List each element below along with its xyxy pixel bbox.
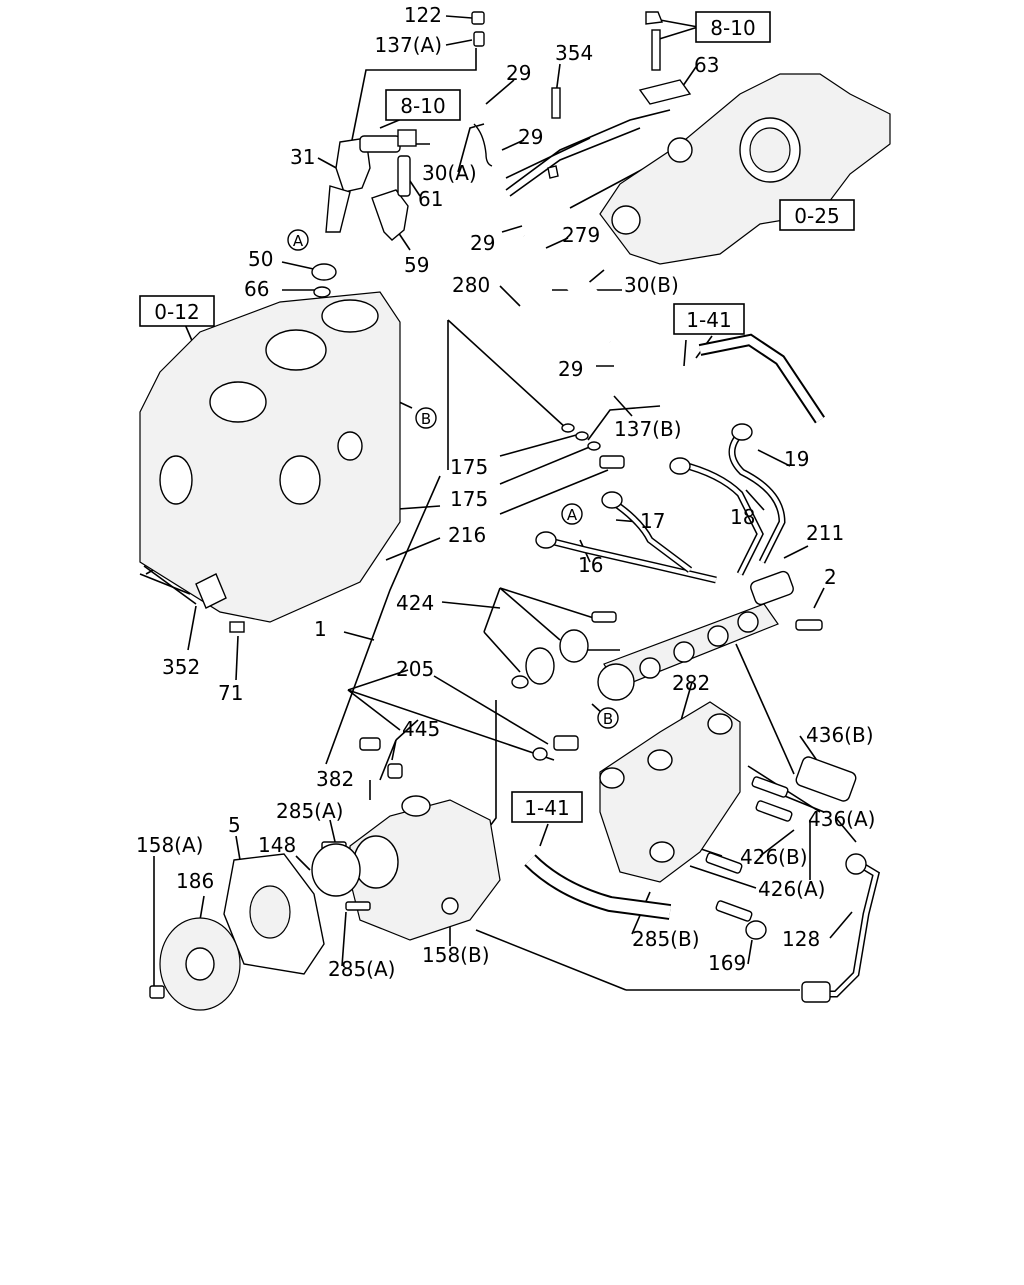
callout-445: 445 (402, 717, 440, 741)
callout-158a: 158(A) (136, 833, 203, 857)
pump-bracket (599, 701, 857, 940)
callout-285a: 285(A) (276, 799, 343, 823)
ref-box-8-10-top: 8-10 (695, 11, 771, 43)
callout-50: 50 (248, 247, 273, 271)
callout-352: 352 (162, 655, 200, 679)
fuel-injection-pump (149, 737, 501, 1011)
callout-175: 175 (450, 455, 488, 479)
ref-box-label: 8-10 (710, 16, 755, 40)
callout-354: 354 (555, 41, 593, 65)
callout-1: 1 (314, 617, 327, 641)
marker-letter: A (567, 506, 578, 524)
marker-a-pipe: A (561, 503, 583, 525)
ref-box-label: 0-25 (794, 204, 839, 228)
callout-122: 122 (404, 3, 442, 27)
ref-box-label: 8-10 (400, 94, 445, 118)
callout-63: 63 (694, 53, 719, 77)
marker-a-injector: A (287, 229, 309, 251)
callout-31: 31 (290, 145, 315, 169)
callout-17: 17 (640, 509, 665, 533)
callout-30a: 30(A) (422, 161, 477, 185)
leader-lines (139, 15, 857, 991)
return-pipe (801, 853, 881, 1003)
callout-436b: 436(B) (806, 723, 874, 747)
ref-box-label: 1-41 (524, 796, 569, 820)
cylinder-block (139, 291, 401, 633)
callout-29: 29 (470, 231, 495, 255)
marker-b-block: B (415, 407, 437, 429)
marker-letter: B (421, 410, 431, 428)
callout-71: 71 (218, 681, 243, 705)
callout-labels: 122 137(A) 29 29 29 29 354 63 31 30(A) 6… (136, 3, 875, 981)
marker-letter: B (603, 710, 613, 728)
callout-137b: 137(B) (614, 417, 682, 441)
intake-manifold (505, 11, 891, 265)
callout-282: 282 (672, 671, 710, 695)
callout-29: 29 (558, 357, 583, 381)
ref-box-1-41-lower: 1-41 (511, 791, 583, 823)
callout-29: 29 (518, 125, 543, 149)
callout-2: 2 (824, 565, 837, 589)
callout-285a: 285(A) (328, 957, 395, 981)
callout-211: 211 (806, 521, 844, 545)
ref-box-0-25: 0-25 (779, 199, 855, 231)
common-rail (511, 570, 823, 761)
callout-59: 59 (404, 253, 429, 277)
callout-61: 61 (418, 187, 443, 211)
callout-205: 205 (396, 657, 434, 681)
callout-158b: 158(B) (422, 943, 490, 967)
callout-426b: 426(B) (740, 845, 808, 869)
ref-box-label: 0-12 (154, 300, 199, 324)
callout-216: 216 (448, 523, 486, 547)
callout-186: 186 (176, 869, 214, 893)
callout-175: 175 (450, 487, 488, 511)
injection-pipes (535, 423, 786, 584)
callout-424: 424 (396, 591, 434, 615)
callout-137a: 137(A) (375, 33, 442, 57)
fuel-hoses (473, 123, 825, 920)
marker-letter: A (293, 232, 304, 250)
callout-426a: 426(A) (758, 877, 825, 901)
callout-30b: 30(B) (624, 273, 679, 297)
ref-box-8-10-injector: 8-10 (385, 89, 461, 121)
callout-66: 66 (244, 277, 269, 301)
callout-128: 128 (782, 927, 820, 951)
callout-29: 29 (506, 61, 531, 85)
callout-16: 16 (578, 553, 603, 577)
callout-279: 279 (562, 223, 600, 247)
ref-box-0-12: 0-12 (139, 295, 215, 327)
callout-285b: 285(B) (632, 927, 700, 951)
callout-19: 19 (784, 447, 809, 471)
marker-b-bracket: B (597, 707, 619, 729)
callout-436a: 436(A) (808, 807, 875, 831)
callout-382: 382 (316, 767, 354, 791)
callout-148: 148 (258, 833, 296, 857)
callout-169: 169 (708, 951, 746, 975)
injector-assembly (311, 11, 485, 298)
ref-box-label: 1-41 (686, 308, 731, 332)
ref-box-1-41-upper: 1-41 (673, 303, 745, 335)
callout-280: 280 (452, 273, 490, 297)
callout-18: 18 (730, 505, 755, 529)
callout-5: 5 (228, 813, 241, 837)
